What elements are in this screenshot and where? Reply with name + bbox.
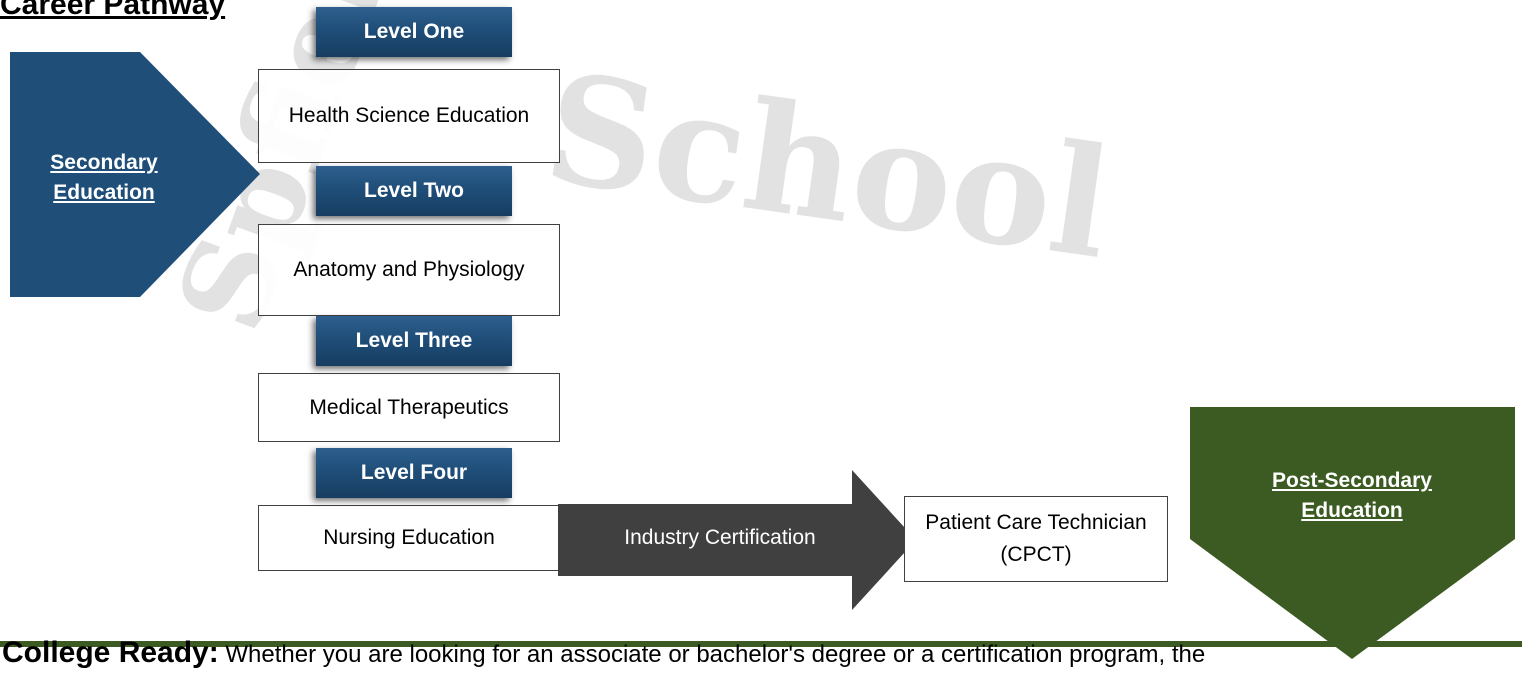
patient-care-technician-box: Patient Care Technician (CPCT) — [904, 496, 1168, 582]
course-label: Nursing Education — [323, 526, 495, 549]
level-four-tab: Level Four — [316, 448, 512, 498]
patient-care-technician-label: Patient Care Technician (CPCT) — [925, 511, 1147, 566]
post-secondary-line2: Education — [1301, 499, 1403, 522]
college-ready-heading: College Ready: — [2, 636, 219, 669]
secondary-education-arrow — [10, 52, 260, 297]
course-label: Health Science Education — [288, 104, 530, 127]
course-box-level-one: Health Science Education — [258, 69, 560, 163]
secondary-education-line1: Secondary — [50, 151, 158, 174]
course-label: Medical Therapeutics — [309, 395, 509, 419]
college-ready-text: Whether you are looking for an associate… — [225, 641, 1206, 668]
post-secondary-line1: Post-Secondary — [1272, 469, 1432, 492]
level-one-tab: Level One — [316, 7, 512, 57]
secondary-education-line2: Education — [53, 181, 155, 204]
course-box-level-four: Nursing Education — [258, 505, 560, 571]
page-title: Career Pathway — [0, 0, 226, 21]
section-divider — [0, 641, 1522, 647]
secondary-education-label[interactable]: Secondary Education — [14, 148, 194, 208]
industry-certification-arrow — [558, 470, 916, 610]
watermark-school-text: School — [535, 40, 1121, 294]
post-secondary-label[interactable]: Post-Secondary Education — [1196, 466, 1508, 526]
level-two-tab: Level Two — [316, 166, 512, 216]
college-ready-line: College Ready: Whether you are looking f… — [2, 636, 1522, 676]
industry-certification-label: Industry Certification — [624, 526, 816, 549]
course-box-level-three: Medical Therapeutics — [258, 373, 560, 442]
course-box-level-two: Anatomy and Physiology — [258, 224, 560, 316]
post-secondary-arrow — [1190, 407, 1515, 659]
course-label: Anatomy and Physiology — [293, 258, 525, 281]
level-three-tab: Level Three — [316, 316, 512, 366]
